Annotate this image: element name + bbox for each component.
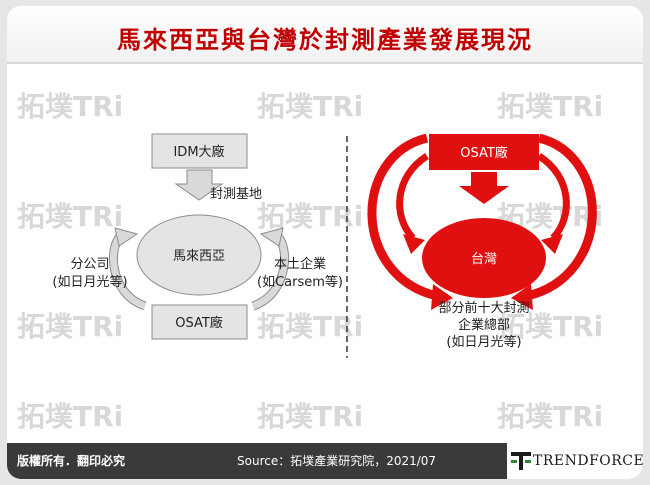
hq-example-label: (如日月光等) <box>446 334 521 350</box>
hq-label-2: 企業總部 <box>458 317 510 333</box>
inner-right-arc-icon <box>537 153 570 241</box>
footer-bar: 版權所有．翻印必究 Source：拓墣產業研究院，2021/07 TRENDFO… <box>7 443 643 479</box>
inner-left-arc-icon <box>396 153 429 241</box>
brand-text: TRENDFORCE <box>533 453 643 469</box>
title-bar: 馬來西亞與台灣於封測產業發展現況 <box>7 6 643 64</box>
taiwan-ellipse <box>422 218 546 298</box>
osat-box-left-label: OSAT廠 <box>175 315 223 331</box>
osat-box-right <box>429 134 539 170</box>
watermark-text: 拓墣TRi <box>497 310 603 343</box>
trendforce-logo: TRENDFORCE <box>507 443 643 479</box>
watermark-text: 拓墣TRi <box>17 310 123 343</box>
watermark-text: 拓墣TRi <box>17 200 123 233</box>
right-diagram: OSAT廠 台灣 部分前十大封測 企業總部 (如日月光等) <box>367 133 597 350</box>
watermark-text: 拓墣TRi <box>257 200 363 233</box>
watermark-text: 拓墣TRi <box>257 90 363 123</box>
packaging-base-label: 封測基地 <box>210 187 262 202</box>
hq-label: 部分前十大封測 <box>438 300 529 316</box>
watermark-text: 拓墣TRi <box>497 400 603 433</box>
source-text: Source：拓墣產業研究院，2021/07 <box>237 454 437 468</box>
outer-right-arc-icon <box>525 133 597 301</box>
watermark-text: 拓墣TRi <box>17 90 123 123</box>
idm-box <box>151 133 248 169</box>
diagram-canvas: 拓墣TRi 拓墣TRi 拓墣TRi 拓墣TRi 拓墣TRi 拓墣TRi 拓墣TR… <box>17 90 603 433</box>
red-down-arrow-icon <box>459 172 509 204</box>
trendforce-logo-icon <box>511 452 531 470</box>
osat-box-left <box>151 304 248 340</box>
malaysia-label: 馬來西亞 <box>173 249 225 264</box>
taiwan-label: 台灣 <box>471 252 497 267</box>
down-arrow-icon <box>174 169 224 201</box>
right-arrowhead-icon <box>259 227 284 247</box>
malaysia-ellipse <box>136 214 262 296</box>
left-diagram: IDM大廠 封測基地 馬來西亞 OSAT廠 分公司 (如日月光等) 本土企業 (… <box>52 133 343 340</box>
idm-box-label: IDM大廠 <box>173 144 224 160</box>
watermark-text: 拓墣TRi <box>497 90 603 123</box>
slide-title: 馬來西亞與台灣於封測產業發展現況 <box>117 26 533 54</box>
watermark: 拓墣TRi 拓墣TRi 拓墣TRi 拓墣TRi 拓墣TRi 拓墣TRi 拓墣TR… <box>17 90 603 433</box>
rights-text: 版權所有．翻印必究 <box>17 454 126 468</box>
outer-left-arc-icon <box>367 133 439 301</box>
branch-example-label: (如日月光等) <box>52 274 127 290</box>
branch-label: 分公司 <box>70 257 109 272</box>
watermark-text: 拓墣TRi <box>257 310 363 343</box>
watermark-text: 拓墣TRi <box>257 400 363 433</box>
left-arrowhead-icon <box>114 227 139 247</box>
slide-frame: 馬來西亞與台灣於封測產業發展現況 拓墣TRi 拓墣TRi 拓墣TRi 拓墣TRi… <box>7 6 643 479</box>
watermark-text: 拓墣TRi <box>17 400 123 433</box>
local-firm-example-label: (如Carsem等) <box>257 274 343 290</box>
osat-box-right-label: OSAT廠 <box>460 145 508 161</box>
local-firm-label: 本土企業 <box>274 256 326 272</box>
